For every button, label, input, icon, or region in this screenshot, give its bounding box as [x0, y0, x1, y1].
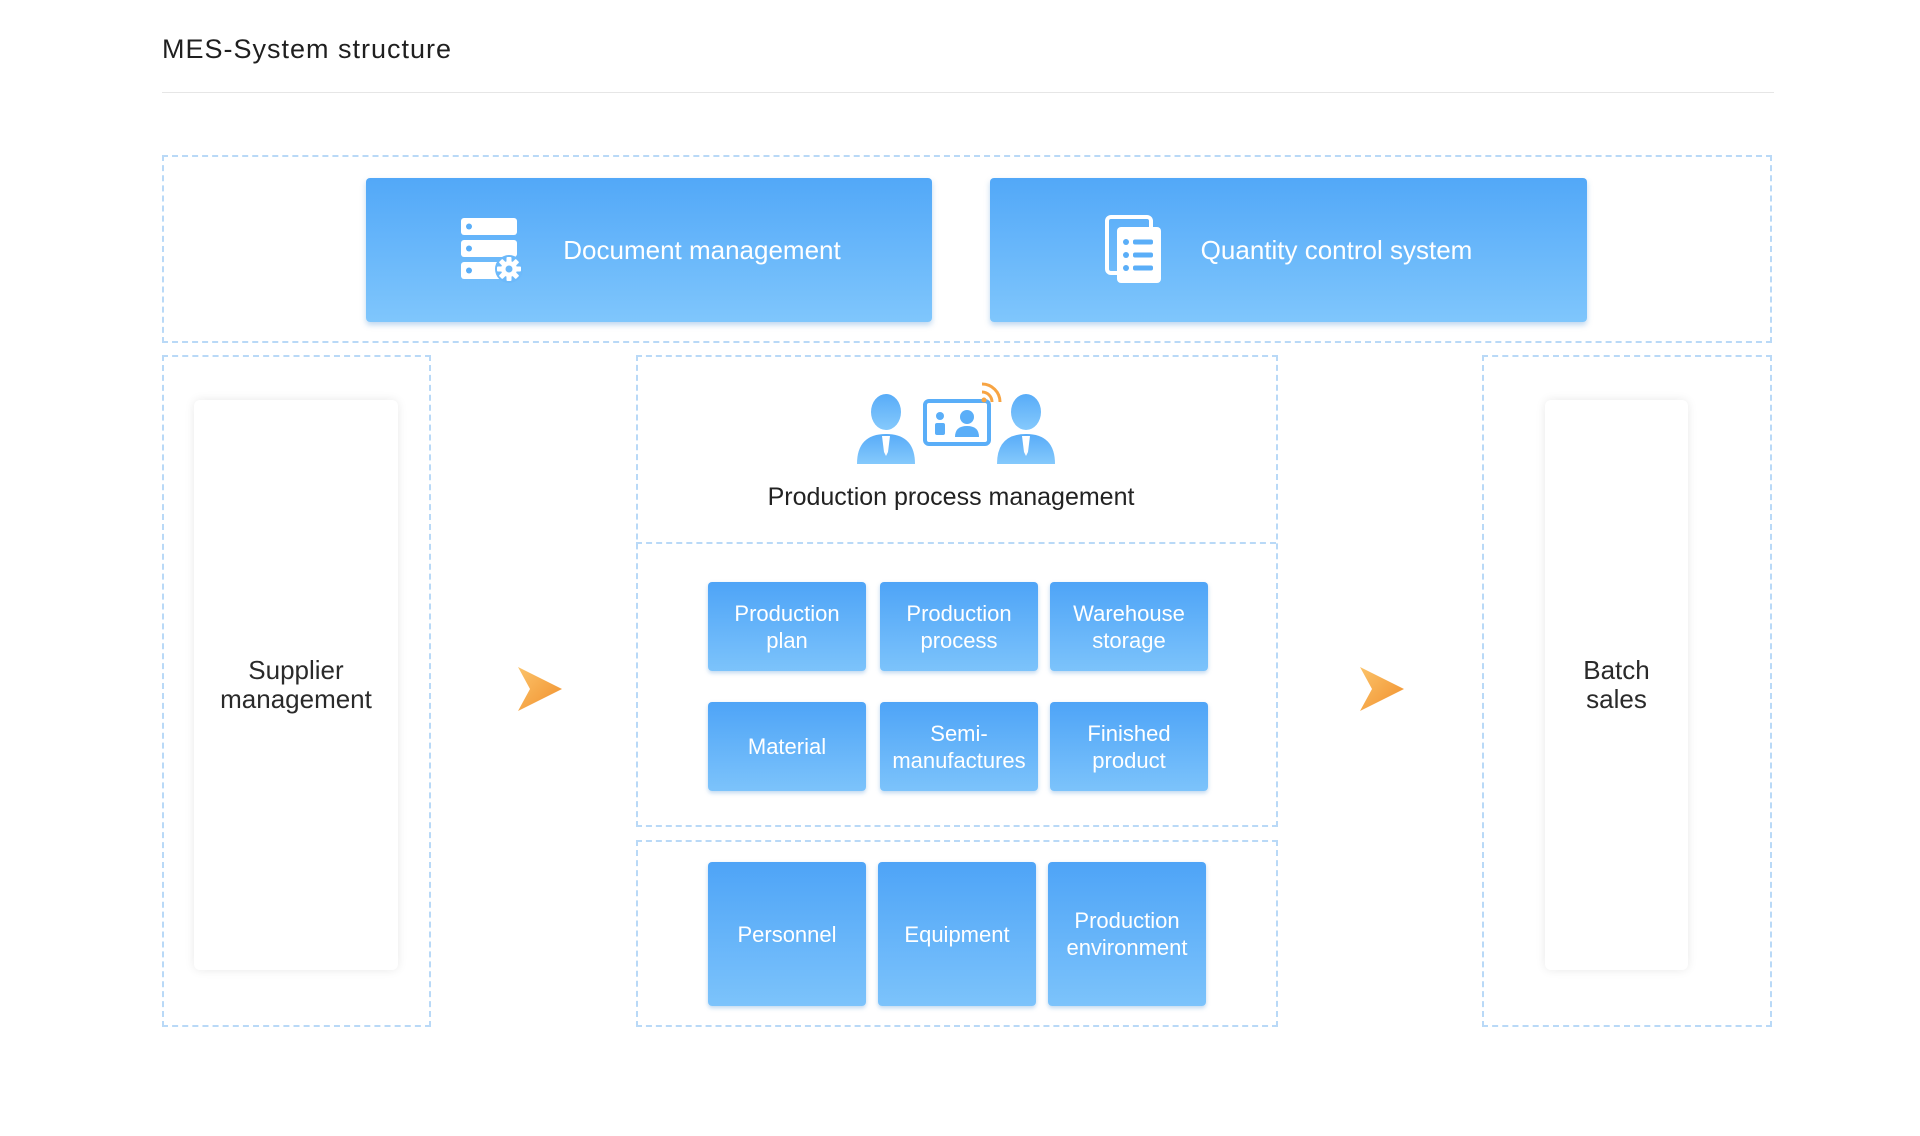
arrow-right-icon — [516, 665, 564, 713]
supplier-line-1: Supplier — [248, 655, 344, 685]
batch-line-2: sales — [1586, 684, 1647, 714]
document-management-card[interactable]: Document management — [366, 178, 932, 322]
batch-sales-card[interactable]: Batch sales — [1545, 400, 1688, 970]
document-list-icon — [1104, 215, 1161, 283]
quantity-control-label: Quantity control system — [1200, 234, 1473, 265]
tile-label: Production — [734, 600, 840, 626]
batch-line-1: Batch — [1583, 655, 1650, 685]
resources-frame — [636, 840, 1278, 1027]
supplier-line-2: management — [220, 684, 372, 714]
tile-label: Personnel — [737, 921, 837, 947]
tile-semi-manufactures[interactable]: Semi-manufactures — [880, 702, 1038, 791]
supplier-management-card[interactable]: Supplier management — [194, 400, 398, 970]
tile-label: Production — [906, 600, 1012, 626]
tile-personnel[interactable]: Personnel — [708, 862, 866, 1006]
tile-label: plan — [766, 627, 808, 653]
page-title: MES-System structure — [162, 34, 453, 64]
document-management-label: Document management — [563, 234, 841, 265]
tile-label: Warehouse — [1073, 600, 1185, 626]
tile-label: Finished — [1087, 720, 1171, 746]
tile-label: Material — [747, 734, 827, 759]
server-gear-icon — [461, 218, 524, 283]
hub-title: Production process management — [767, 483, 1135, 511]
tile-label: process — [920, 627, 998, 653]
batch-sales-frame — [1482, 355, 1772, 1027]
tile-label: Production — [1074, 908, 1180, 933]
hub-divider — [636, 542, 1276, 544]
production-hub-frame — [636, 355, 1278, 827]
supplier-frame — [162, 355, 431, 1027]
tile-label: storage — [1092, 627, 1166, 653]
people-id-card-signal-icon — [855, 380, 1061, 471]
tile-label: Semi- — [930, 720, 988, 746]
quantity-control-card[interactable]: Quantity control system — [990, 178, 1587, 322]
arrow-right-icon — [1358, 665, 1406, 713]
tile-material[interactable]: Material — [708, 702, 866, 791]
tile-label: product — [1092, 747, 1166, 773]
tile-label: environment — [1066, 935, 1188, 960]
tile-label: manufactures — [892, 747, 1026, 773]
title-divider — [162, 92, 1774, 93]
tile-label: Equipment — [904, 921, 1010, 947]
tile-equipment[interactable]: Equipment — [878, 862, 1036, 1006]
top-band-frame — [162, 155, 1772, 343]
